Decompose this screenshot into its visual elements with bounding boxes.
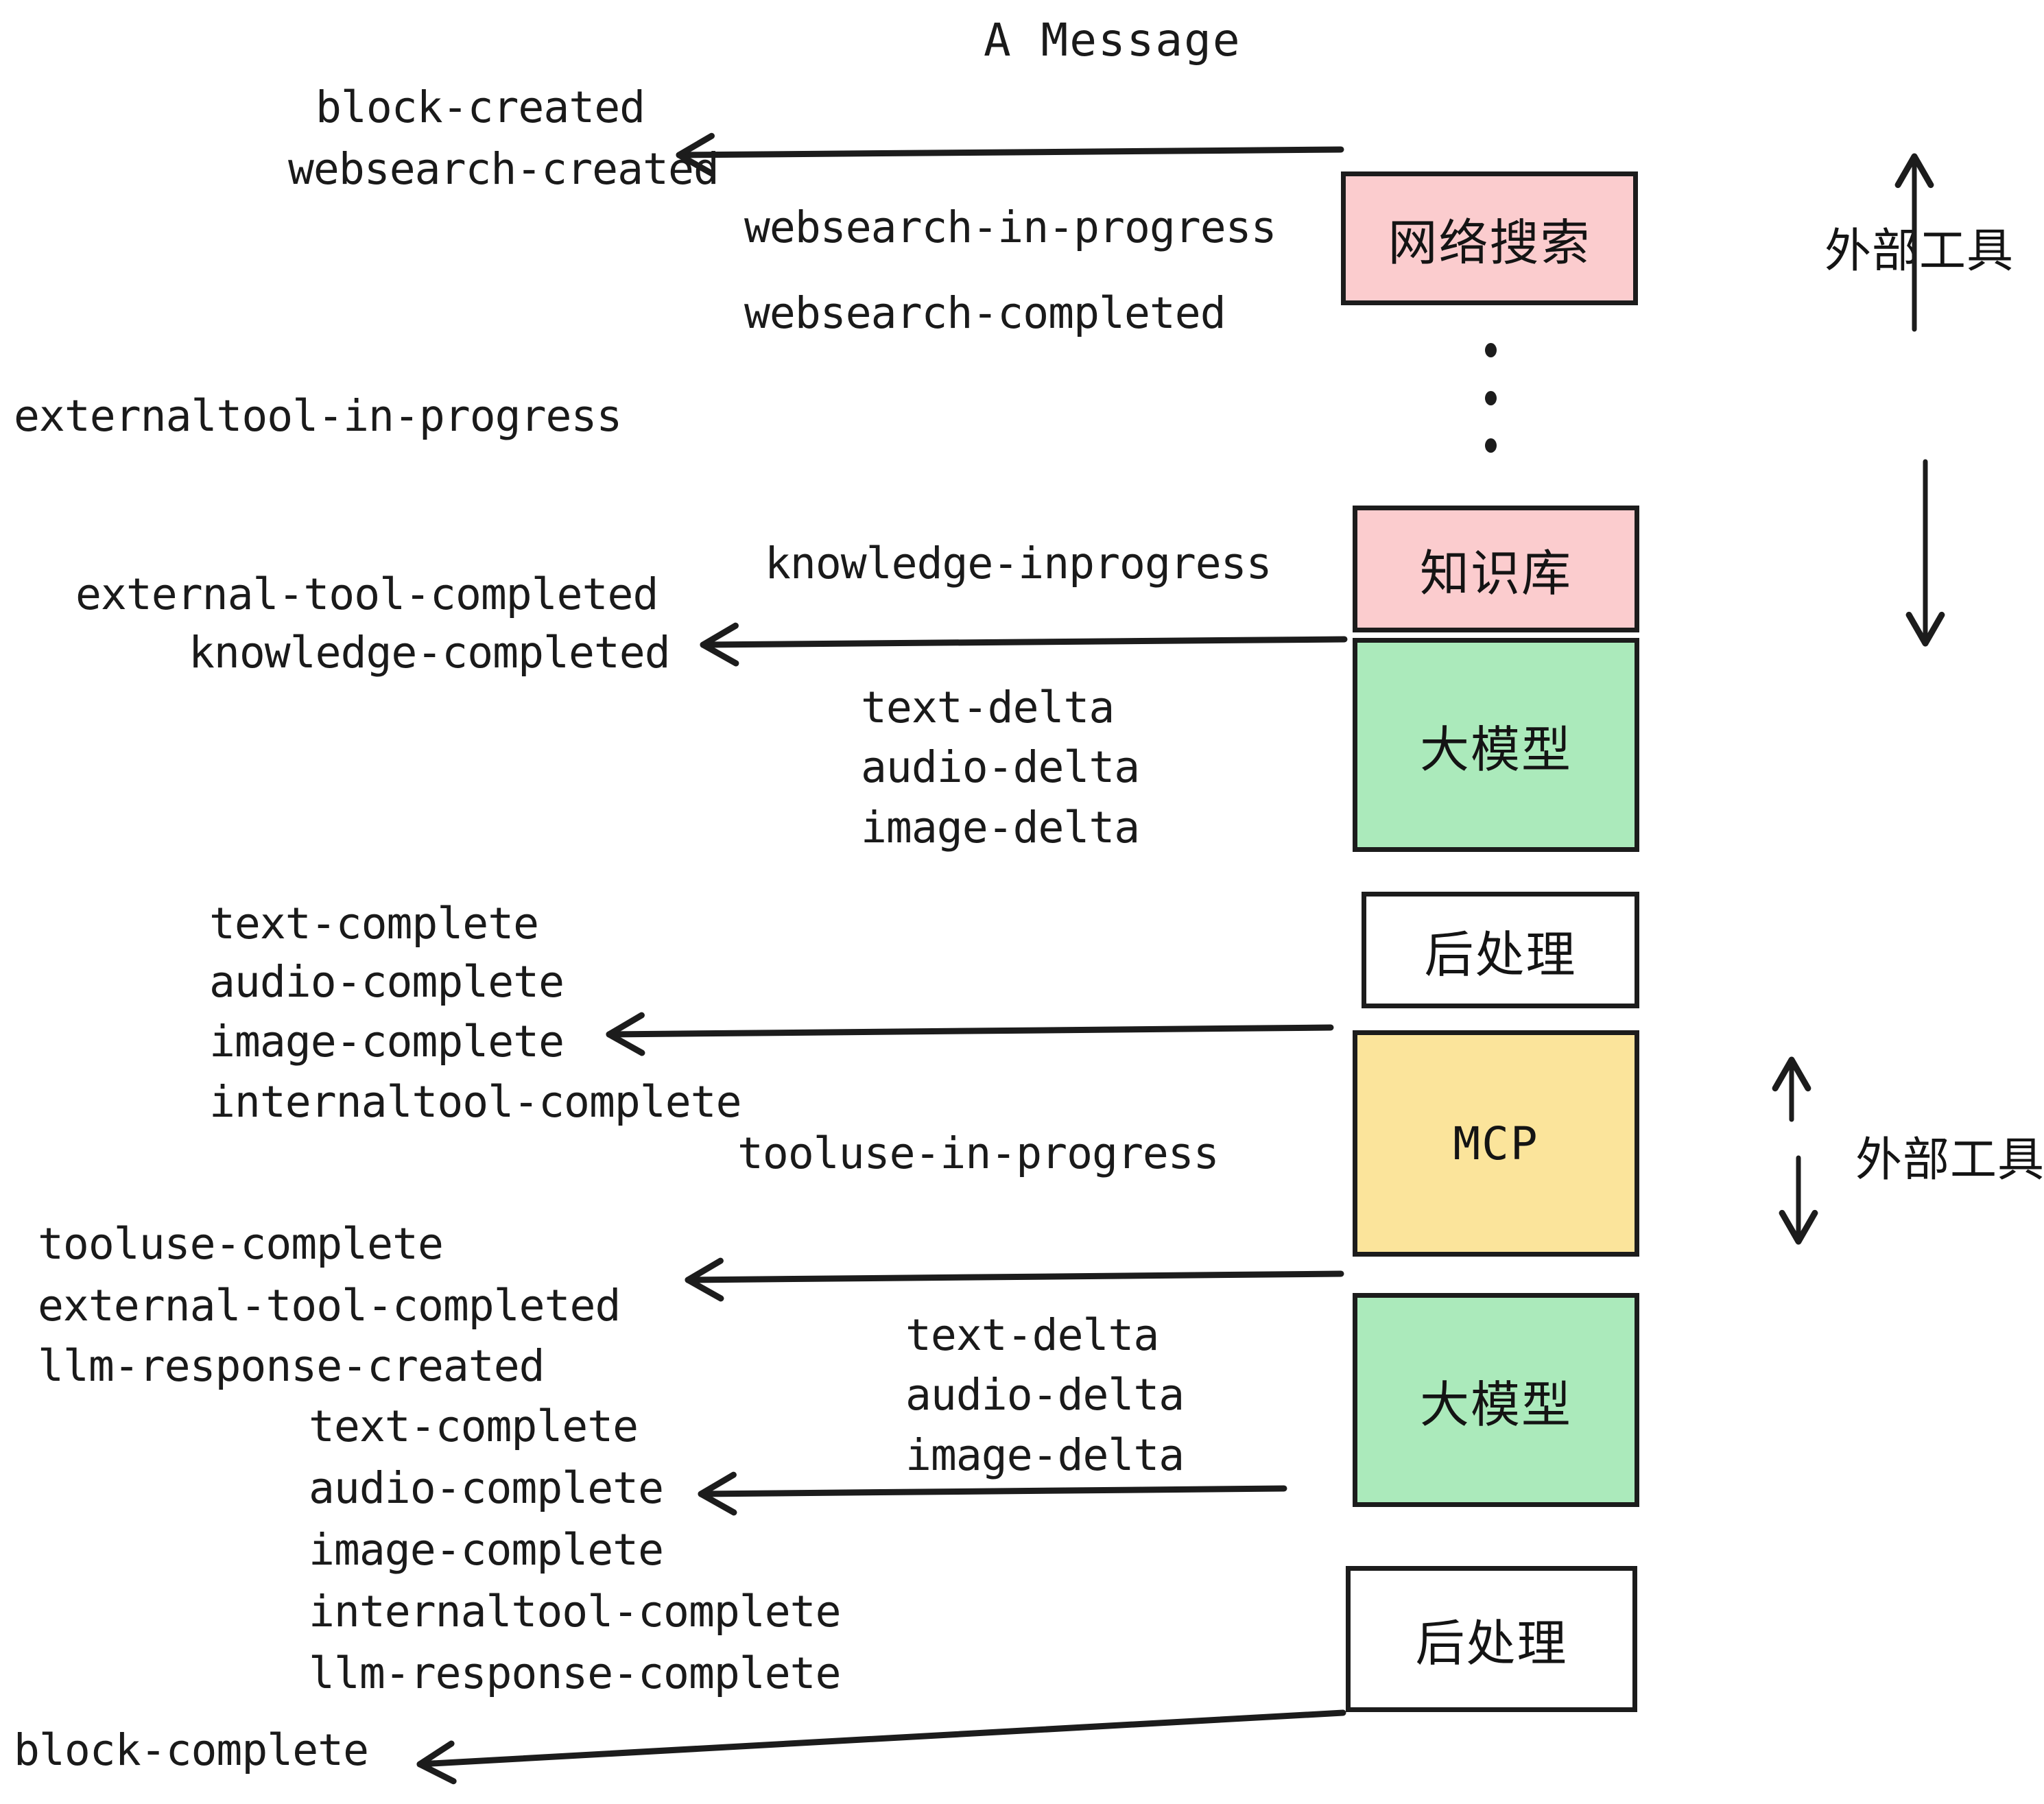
arrow-image-complete-head bbox=[606, 1012, 645, 1056]
node-box-mcp: MCP bbox=[1353, 1030, 1639, 1257]
event-label-block-complete: block-complete bbox=[14, 1725, 369, 1775]
event-label-internaltool-complete-1: internaltool-complete bbox=[209, 1077, 742, 1127]
event-label-websearch-completed: websearch-completed bbox=[744, 288, 1226, 338]
node-box-llm-1: 大模型 bbox=[1353, 638, 1639, 852]
event-label-audio-complete-2: audio-complete bbox=[309, 1463, 664, 1513]
page-title: A Message bbox=[984, 14, 1241, 67]
arrow-audio-complete-shaft bbox=[698, 1485, 1287, 1497]
event-label-text-delta-2: text-delta bbox=[905, 1310, 1159, 1360]
event-label-image-complete-1: image-complete bbox=[209, 1017, 565, 1067]
arrow-image-complete-shaft bbox=[606, 1024, 1334, 1038]
node-box-knowledge-base: 知识库 bbox=[1353, 506, 1639, 632]
node-label: 网络搜索 bbox=[1388, 214, 1591, 272]
node-box-websearch: 网络搜索 bbox=[1341, 171, 1638, 305]
arrow-tooluse-complete-shaft bbox=[685, 1270, 1344, 1283]
arrow-knowledge-completed-head bbox=[700, 622, 739, 667]
event-label-tooluse-in-progress: tooluse-in-progress bbox=[737, 1128, 1220, 1178]
event-label-image-delta-2: image-delta bbox=[905, 1430, 1185, 1480]
event-label-websearch-in-progress: websearch-in-progress bbox=[744, 202, 1277, 252]
arrow-audio-complete-head bbox=[698, 1471, 737, 1516]
vertical-ellipsis-icon bbox=[1485, 343, 1497, 453]
event-label-llm-response-complete: llm-response-complete bbox=[309, 1648, 842, 1698]
event-label-audio-delta-2: audio-delta bbox=[905, 1370, 1185, 1420]
ellipsis-dot bbox=[1485, 438, 1497, 453]
external-tools-down-top-head bbox=[1905, 611, 1945, 647]
event-label-websearch-created: websearch-created bbox=[288, 144, 720, 194]
side-label-external-tools-bottom: 外部工具 bbox=[1855, 1133, 2044, 1187]
arrow-knowledge-completed-shaft bbox=[700, 636, 1348, 648]
event-label-knowledge-inprogress: knowledge-inprogress bbox=[765, 538, 1272, 589]
event-label-image-delta-1: image-delta bbox=[861, 803, 1140, 853]
external-tools-up-top-head bbox=[1894, 153, 1934, 189]
side-label-external-tools-top: 外部工具 bbox=[1825, 224, 2015, 278]
external-tools-up-bottom-head bbox=[1772, 1056, 1811, 1092]
node-box-postprocess-2: 后处理 bbox=[1346, 1566, 1637, 1712]
event-label-externaltool-in-progress: externaltool-in-progress bbox=[14, 391, 622, 441]
event-label-audio-delta-1: audio-delta bbox=[861, 742, 1140, 792]
node-label: MCP bbox=[1453, 1117, 1539, 1170]
node-box-llm-2: 大模型 bbox=[1353, 1293, 1639, 1507]
node-label: 后处理 bbox=[1424, 925, 1577, 984]
event-label-text-delta-1: text-delta bbox=[861, 683, 1115, 733]
arrow-block-complete-head bbox=[416, 1740, 457, 1785]
event-label-text-complete-2: text-complete bbox=[309, 1401, 639, 1451]
event-label-text-complete-1: text-complete bbox=[209, 899, 539, 949]
node-label: 大模型 bbox=[1419, 1375, 1572, 1434]
event-label-audio-complete-1: audio-complete bbox=[209, 957, 565, 1007]
arrow-block-complete-shaft bbox=[416, 1709, 1346, 1768]
node-box-postprocess-1: 后处理 bbox=[1362, 892, 1639, 1008]
event-label-internaltool-complete-2: internaltool-complete bbox=[309, 1587, 842, 1637]
arrow-block-created-shaft bbox=[676, 146, 1344, 158]
arrow-tooluse-complete-head bbox=[685, 1257, 724, 1302]
node-label: 知识库 bbox=[1419, 545, 1572, 602]
event-label-external-tool-completed-1: external-tool-completed bbox=[75, 569, 658, 619]
event-label-tooluse-complete: tooluse-complete bbox=[38, 1219, 444, 1269]
event-label-external-tool-completed-2: external-tool-completed bbox=[38, 1281, 621, 1331]
ellipsis-dot bbox=[1485, 343, 1497, 357]
node-label: 后处理 bbox=[1415, 1615, 1568, 1672]
node-label: 大模型 bbox=[1419, 720, 1572, 779]
ellipsis-dot bbox=[1485, 390, 1497, 405]
external-tools-down-bottom-head bbox=[1779, 1209, 1818, 1245]
event-label-image-complete-2: image-complete bbox=[309, 1525, 664, 1575]
event-label-knowledge-completed: knowledge-completed bbox=[189, 628, 671, 678]
event-label-block-created: block-created bbox=[316, 82, 645, 132]
event-label-llm-response-created: llm-response-created bbox=[38, 1341, 545, 1391]
